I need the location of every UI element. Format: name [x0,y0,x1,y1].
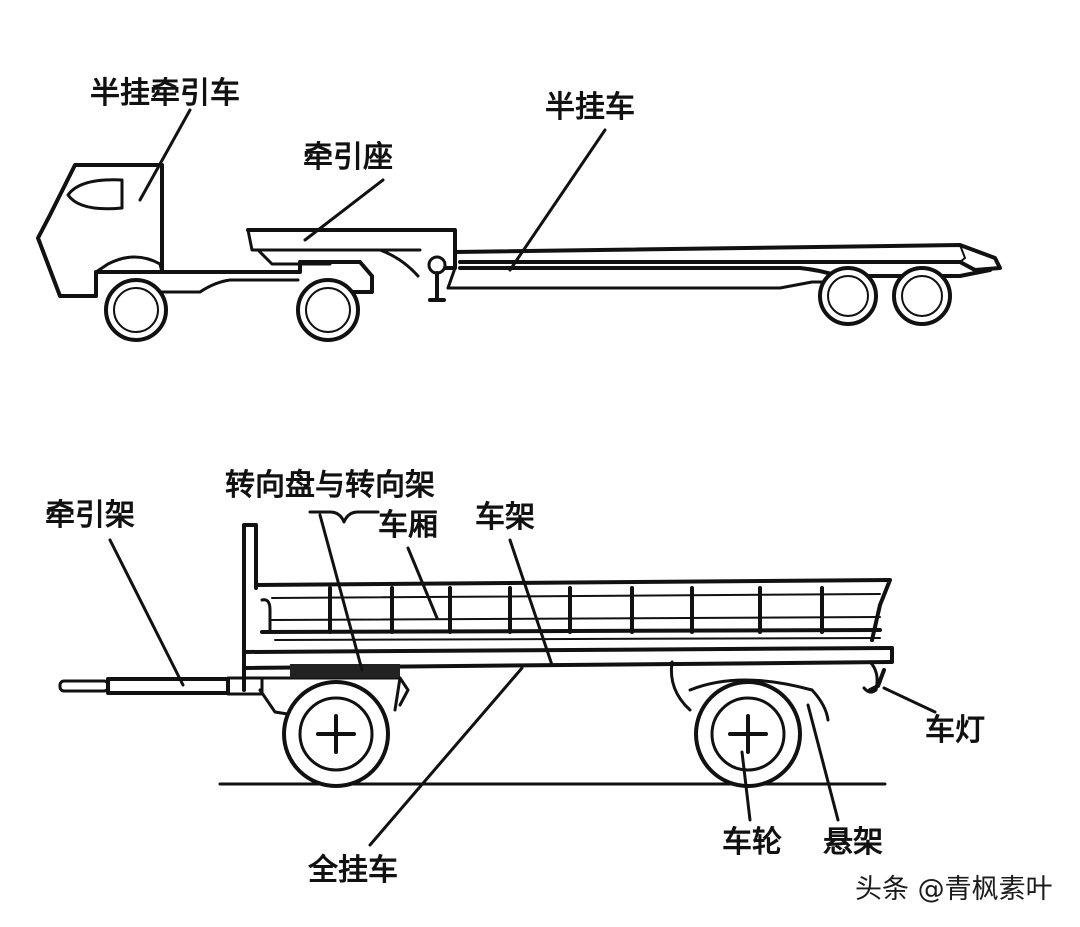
leader-wheel [740,750,752,822]
landing-gear [427,255,447,302]
front-wheel [282,680,390,788]
label-tractor: 半挂牵引车 [90,76,240,111]
leader-frame [508,538,554,667]
semi-trailer-wheel-front [818,266,878,326]
label-frame: 车架 [475,500,535,535]
leader-fifth-wheel [303,178,385,242]
turntable-brace [308,510,380,524]
label-full-trailer: 全挂车 [307,853,398,888]
label-wheel: 车轮 [722,825,782,860]
label-lamp: 车灯 [925,713,985,748]
turntable-assembly [258,664,402,718]
leader-lamp [882,686,937,714]
tractor-cab [36,163,374,298]
leader-turntable [318,513,364,672]
full-trailer-labels: 转向盘与转向架 牵引架 车厢 车架 车灯 车轮 悬架 全挂车 [45,468,985,888]
cargo-body [254,578,892,642]
fifth-wheel-coupling [246,228,457,278]
rear-suspension [669,660,830,722]
leader-semi-trailer [508,128,607,272]
leader-full-trailer [368,666,524,847]
leader-tractor [138,108,192,202]
semi-trailer-illustration [36,163,1002,342]
lamp [868,668,886,692]
tractor-rear-wheel [296,278,360,342]
label-semi-trailer: 半挂车 [545,90,635,125]
leader-drawbar [108,538,185,687]
label-turntable: 转向盘与转向架 [225,468,435,503]
rear-wheel [694,680,802,788]
label-suspension: 悬架 [823,825,883,860]
semi-trailer-labels: 半挂牵引车 牵引座 半挂车 [90,76,635,272]
leader-suspension [806,703,840,822]
full-trailer-illustration [58,523,894,788]
leader-cargo-body [406,546,439,620]
drawbar [58,676,264,696]
watermark-text: 头条 @青枫素叶 [855,874,1053,905]
label-drawbar: 牵引架 [45,498,135,533]
semi-trailer-wheel-rear [892,266,952,326]
label-fifth-wheel: 牵引座 [303,140,393,175]
tractor-front-wheel [104,278,168,342]
label-cargo-body: 车厢 [378,508,438,543]
